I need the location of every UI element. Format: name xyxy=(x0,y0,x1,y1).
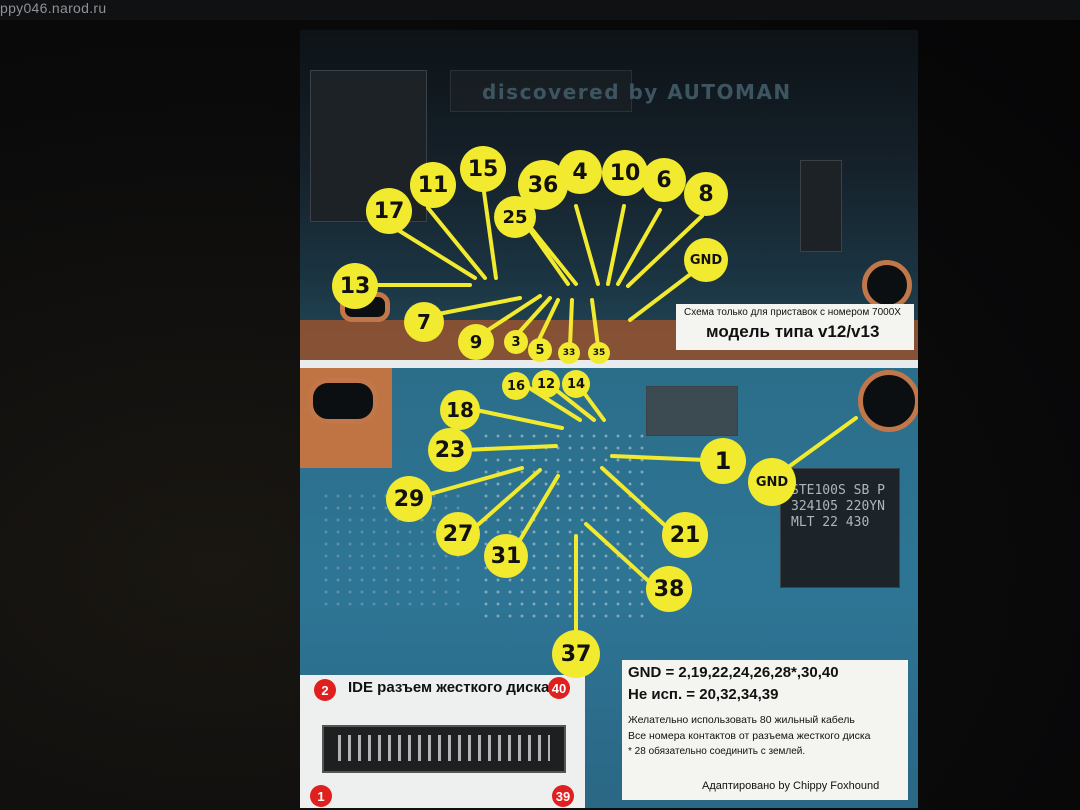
pinout-note: GND = 2,19,22,24,26,28*,30,40 Не исп. = … xyxy=(622,660,908,800)
ide-pin-2: 2 xyxy=(314,679,336,701)
note-28: * 28 обязательно соединить с землей. xyxy=(628,746,806,757)
callout-4: 4 xyxy=(558,150,602,194)
callout-33: 33 xyxy=(558,342,580,364)
pcb-photo: discovered by AUTOMAN Схема только для п… xyxy=(300,30,918,808)
top-chip-2 xyxy=(450,70,632,112)
ide-pin-39: 39 xyxy=(552,785,574,807)
note-cable: Желательно использовать 80 жильный кабел… xyxy=(628,714,855,726)
model-note-line2: модель типа v12/v13 xyxy=(706,322,880,341)
callout-9: 9 xyxy=(458,324,494,360)
callout-35: 35 xyxy=(588,342,610,364)
ide-title: IDE разъем жесткого диска xyxy=(348,679,550,696)
ethernet-chip: STE100S SB P324105 220YN MLT 22 430 xyxy=(780,468,900,588)
callout-16: 16 xyxy=(502,372,530,400)
callout-29: 29 xyxy=(386,476,432,522)
callout-13: 13 xyxy=(332,263,378,309)
mounting-hole xyxy=(862,260,912,310)
unused-list: Не исп. = 20,32,34,39 xyxy=(628,686,779,703)
callout-7: 7 xyxy=(404,302,444,342)
callout-3: 3 xyxy=(504,330,528,354)
regulator xyxy=(646,386,738,436)
url-text: ppy046.narod.ru xyxy=(0,0,107,16)
ide-pin-1: 1 xyxy=(310,785,332,807)
browser-title-bar: ppy046.narod.ru xyxy=(0,0,1080,20)
model-note-line1: Схема только для приставок с номером 700… xyxy=(684,307,901,318)
callout-27: 27 xyxy=(436,512,480,556)
arrow-layer xyxy=(368,190,858,644)
top-component xyxy=(800,160,842,252)
callout-gnd-top: GND xyxy=(684,238,728,282)
callout-37: 37 xyxy=(552,630,600,678)
callout-5: 5 xyxy=(528,338,552,362)
callout-11: 11 xyxy=(410,162,456,208)
chip-marking: STE100S SB P324105 220YN MLT 22 430 xyxy=(791,483,885,530)
callout-6: 6 xyxy=(642,158,686,202)
callout-14: 14 xyxy=(562,370,590,398)
callout-15: 15 xyxy=(460,146,506,192)
callout-8: 8 xyxy=(684,172,728,216)
bga-pads xyxy=(480,430,650,620)
callout-18: 18 xyxy=(440,390,480,430)
gnd-list: GND = 2,19,22,24,26,28*,30,40 xyxy=(628,664,839,681)
callout-17: 17 xyxy=(366,188,412,234)
callout-21: 21 xyxy=(662,512,708,558)
callout-1: 1 xyxy=(700,438,746,484)
ide-pins xyxy=(338,735,550,761)
model-note: Схема только для приставок с номером 700… xyxy=(676,304,914,350)
callout-12: 12 xyxy=(532,370,560,398)
headline: discovered by AUTOMAN xyxy=(482,80,792,104)
callout-23: 23 xyxy=(428,428,472,472)
gnd-hole xyxy=(858,370,918,432)
callout-10: 10 xyxy=(602,150,648,196)
ide-connector-panel: IDE разъем жесткого диска 2 40 1 39 xyxy=(300,675,585,808)
callout-gnd-bottom: GND xyxy=(748,458,796,506)
credit: Адаптировано by Chippy Foxhound xyxy=(702,780,880,792)
callout-38: 38 xyxy=(646,566,692,612)
note-pins: Все номера контактов от разъема жесткого… xyxy=(628,730,871,742)
callout-25: 25 xyxy=(494,196,536,238)
oval-hole-2 xyxy=(308,378,378,424)
ide-pin-40: 40 xyxy=(548,677,570,699)
divider xyxy=(300,360,918,368)
callout-31: 31 xyxy=(484,534,528,578)
ide-connector xyxy=(322,725,566,773)
